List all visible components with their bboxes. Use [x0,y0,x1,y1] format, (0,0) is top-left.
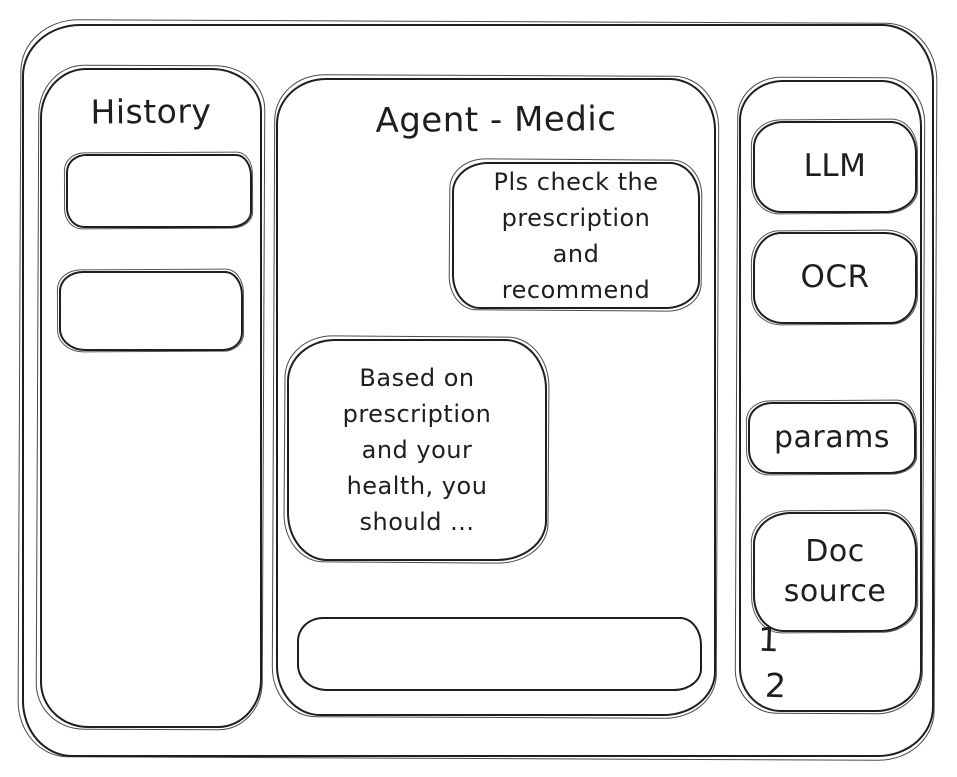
user-message-bubble: Pls check the prescription and recommend [452,162,700,309]
chat-input[interactable] [297,617,702,691]
assistant-message-text: Based on prescription and your health, y… [342,364,492,536]
history-panel-title: History [90,91,212,132]
doc-source-button[interactable]: Doc source [753,512,917,632]
doc-source-note-2: 2 [764,665,788,706]
user-message-text: Pls check the prescription and recommend [493,167,659,304]
llm-button[interactable]: LLM [753,121,917,213]
history-item[interactable] [66,154,252,228]
ocr-button[interactable]: OCR [753,232,917,324]
tools-panel: LLM OCR params Doc source 1 2 [739,80,922,712]
doc-source-note-1: 1 [757,619,781,660]
chat-panel: Agent - Medic Pls check the prescription… [276,78,716,716]
chat-panel-title: Agent - Medic [375,99,617,141]
app-window: History Agent - Medic Pls check the pres… [22,24,934,757]
history-panel: History [40,68,262,728]
params-button[interactable]: params [748,402,916,474]
assistant-message-bubble: Based on prescription and your health, y… [287,339,547,561]
history-item[interactable] [59,271,243,351]
